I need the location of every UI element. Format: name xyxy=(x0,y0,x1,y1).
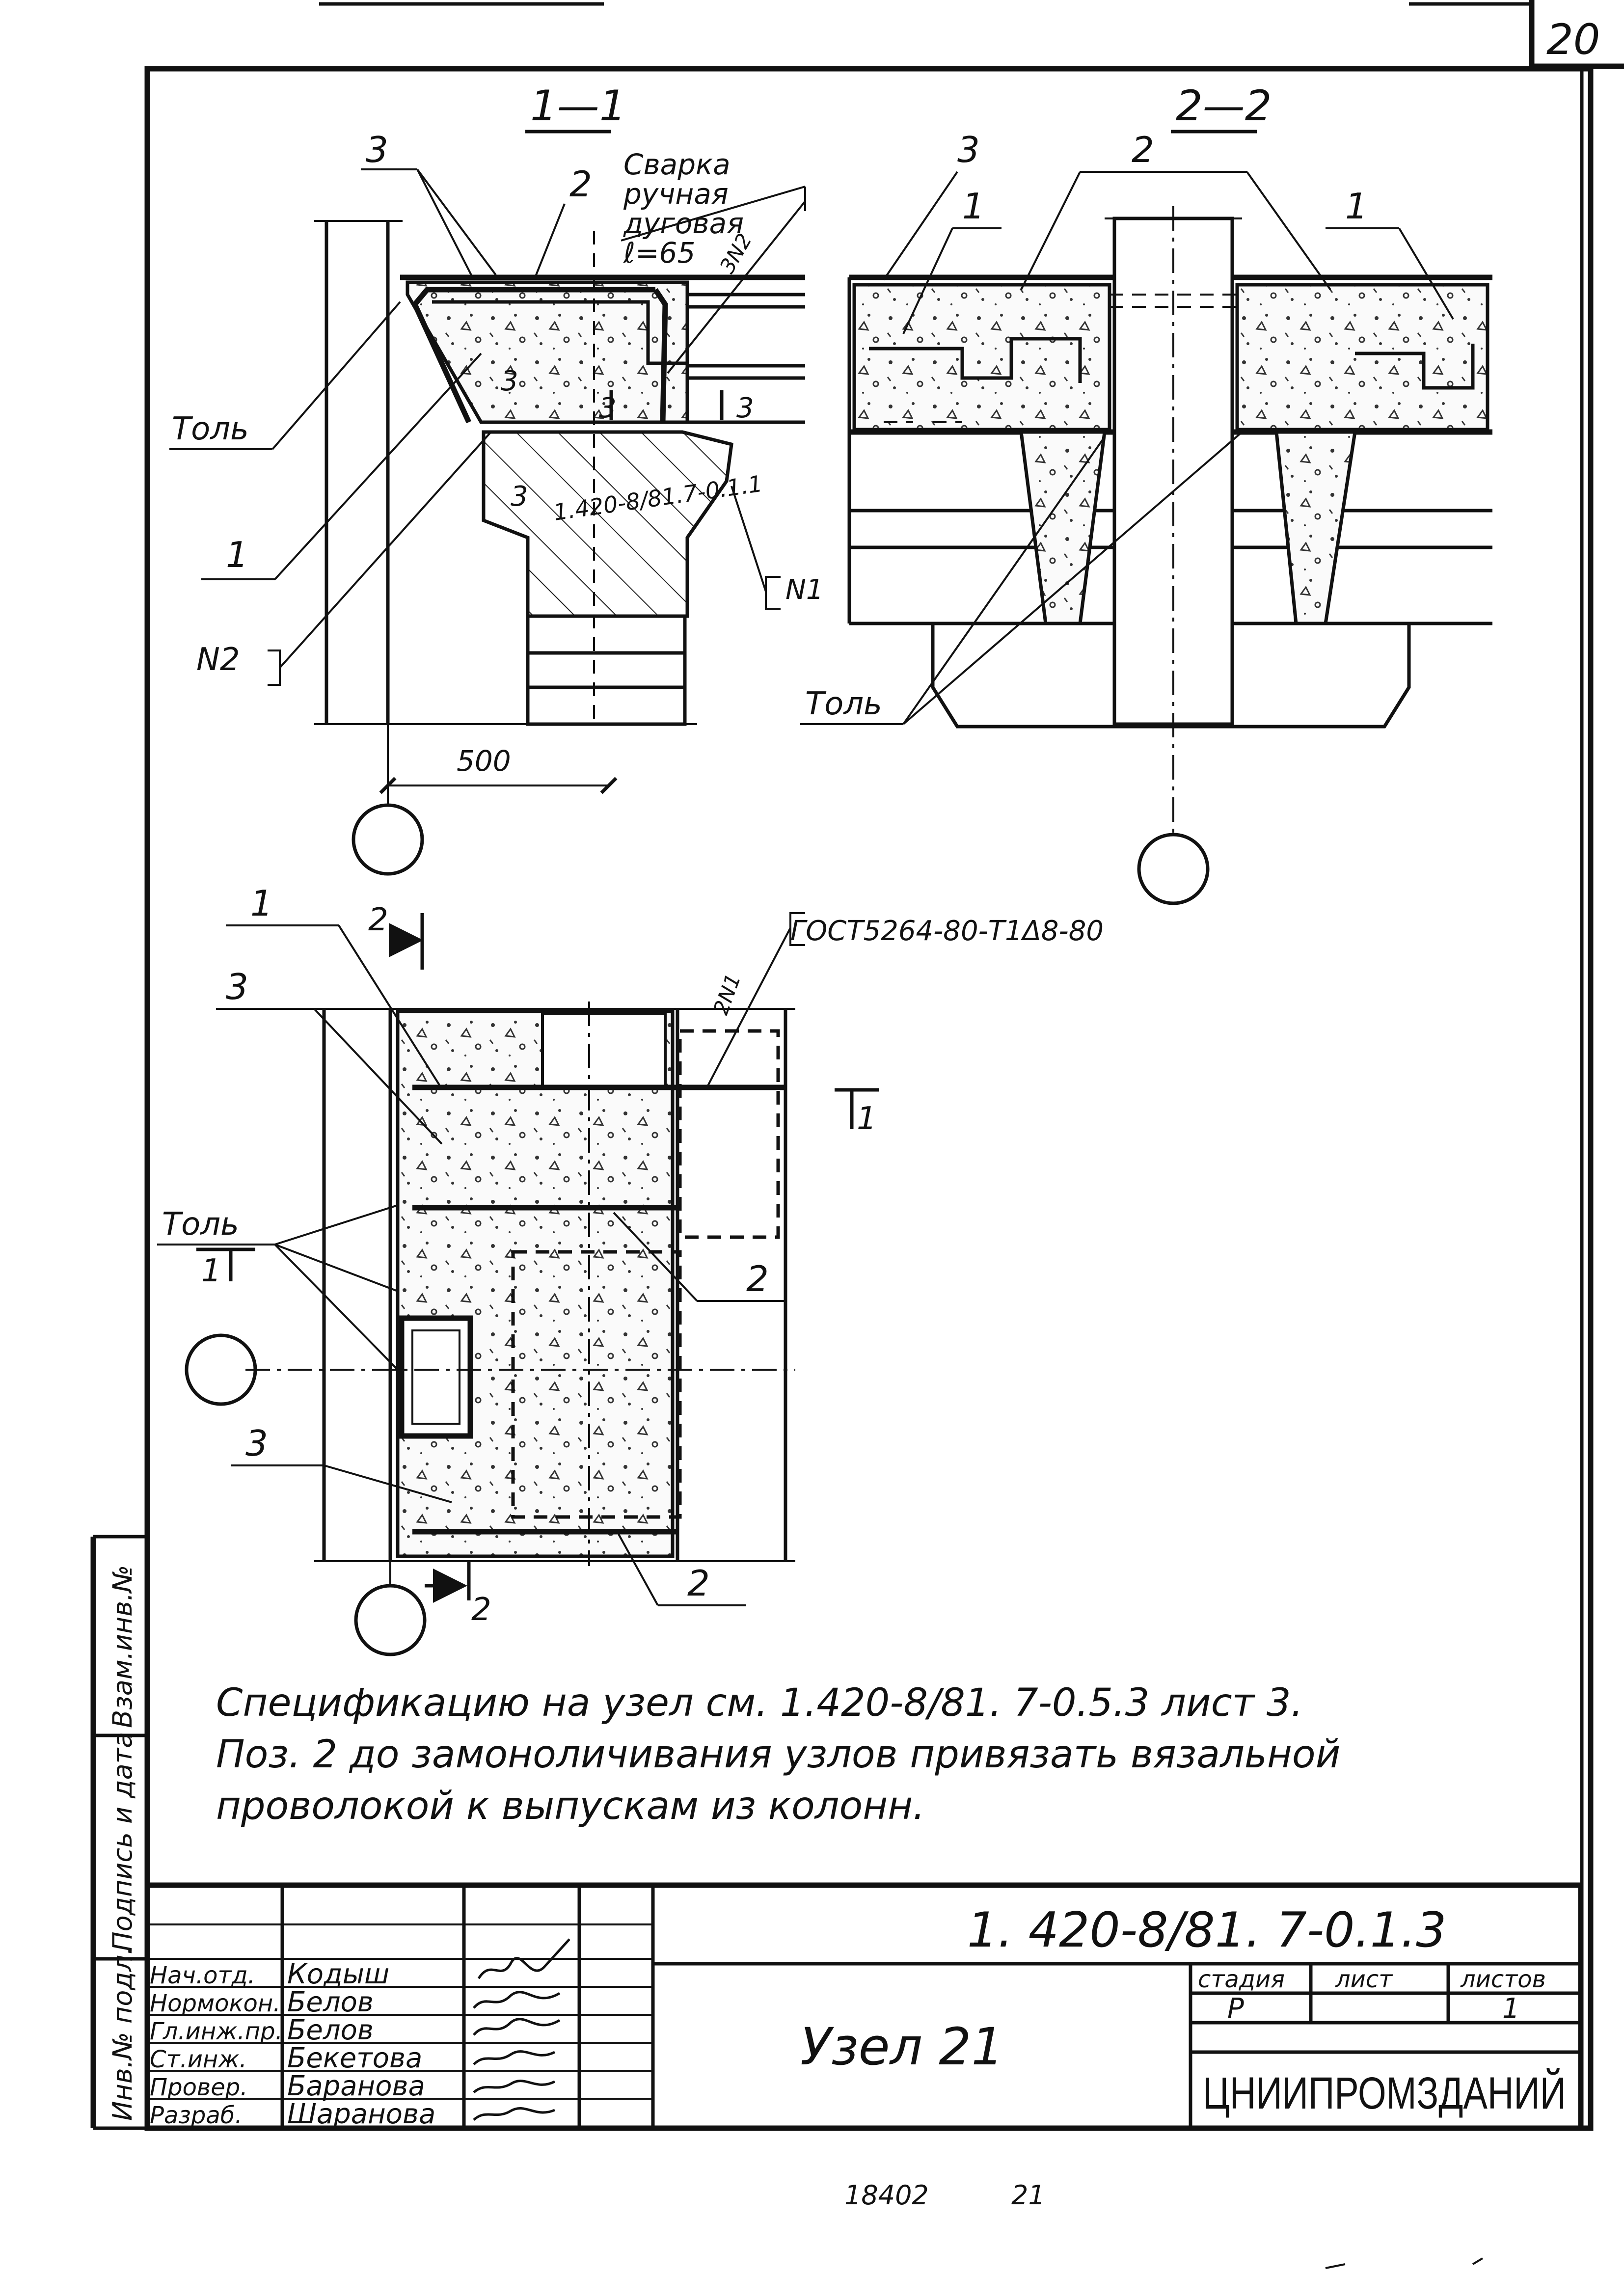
plan-cut-1-left: 1 xyxy=(201,1253,221,1289)
organization-name: ЦНИИПРОМЗДАНИЙ xyxy=(1203,2067,1566,2118)
role-head-of-dept: Нач.отд. xyxy=(150,1962,255,1989)
note-line-2: Поз. 2 до замоноличивания узлов привязат… xyxy=(216,1733,1340,1777)
callout-3: 3 xyxy=(366,129,388,170)
role-norm-control: Нормокон. xyxy=(150,1990,281,2017)
plan-cut-bottom-label: 2 xyxy=(471,1592,491,1628)
plan-callout-3a: 3 xyxy=(226,966,248,1007)
svg-text:3: 3 xyxy=(501,365,518,397)
section-2-slab-right xyxy=(1235,283,1489,432)
footer-page: 21 xyxy=(1011,2180,1045,2211)
s2-callout-1a: 1 xyxy=(962,186,985,227)
side-stamp: Инв.№ подл. Подпись и дата Взам.инв.№ xyxy=(90,1535,147,2130)
section-1-concrete xyxy=(406,280,689,424)
grid-axis-bubble xyxy=(352,803,424,876)
stage-value: Р xyxy=(1227,1993,1244,2025)
section-2-2: 2—2 3 2 1 1 xyxy=(800,81,1492,905)
name-senior-engineer: Бекетова xyxy=(287,2042,422,2074)
plan-cut-1-right: 1 xyxy=(857,1101,877,1137)
plan-weld-tag-2n1: 2N1 xyxy=(708,971,745,1018)
note-line-3: проволокой к выпускам из колонн. xyxy=(216,1784,925,1828)
sheet-header: лист xyxy=(1335,1966,1393,1993)
archive-number: 18402 xyxy=(844,2180,929,2211)
label-tol-1: Толь xyxy=(172,411,249,447)
role-checked: Провер. xyxy=(150,2074,247,2101)
callout-1: 1 xyxy=(226,534,248,575)
svg-text:3: 3 xyxy=(511,481,528,513)
plan-cut-top-label: 2 xyxy=(368,902,388,938)
plan-concrete-core xyxy=(396,1009,675,1558)
sheet-number: 20 xyxy=(1546,15,1600,64)
sheets-header: листов xyxy=(1460,1966,1546,1993)
name-checked: Баранова xyxy=(287,2070,425,2102)
title-block: Нач.отд. Нормокон. Гл.инж.пр. Ст.инж. Пр… xyxy=(144,1882,1584,2131)
callout-2: 2 xyxy=(569,163,592,205)
callout-n1: N1 xyxy=(785,574,824,606)
s2-label-tol: Толь xyxy=(805,686,882,722)
document-code: 1. 420-8/81. 7-0.1.3 xyxy=(967,1902,1447,1958)
s2-callout-3: 3 xyxy=(957,129,980,170)
plan-callout-2a: 2 xyxy=(746,1258,769,1299)
plan-label-tol: Толь xyxy=(162,1206,239,1243)
s2-grid-axis-bubble xyxy=(1137,833,1210,905)
plan-callout-2b: 2 xyxy=(687,1563,710,1604)
plan-view: 2 2 1 1 1 3 Толь 3 2 2 ГОСТ5264-80-Т xyxy=(157,883,1104,1656)
svg-text:3: 3 xyxy=(736,392,754,424)
callout-n2: N2 xyxy=(196,642,240,678)
section-1-bar-pos2 xyxy=(411,287,655,424)
name-norm-control: Белов xyxy=(287,1986,374,2018)
plan-callout-3b: 3 xyxy=(245,1423,268,1464)
role-chief-engineer: Гл.инж.пр. xyxy=(150,2018,283,2045)
weld-note-4: ℓ=65 xyxy=(623,236,695,270)
section-2-title: 2—2 xyxy=(1176,81,1272,131)
role-senior-engineer: Ст.инж. xyxy=(150,2046,247,2073)
s2-callout-1b: 1 xyxy=(1345,186,1368,227)
section-1-1: 1—1 3 3 3 3 1.420-8/81.7-0.1. xyxy=(169,81,824,876)
stamp-inventory-original: Инв.№ подл. xyxy=(107,1947,138,2121)
stamp-replaced-inventory: Взам.инв.№ xyxy=(107,1565,138,1728)
stamp-signature-date: Подпись и дата xyxy=(107,1732,138,1951)
stage-header: стадия xyxy=(1198,1966,1285,1993)
plan-callout-1: 1 xyxy=(250,883,273,924)
name-chief-engineer: Белов xyxy=(287,2014,374,2046)
svg-text:3: 3 xyxy=(599,392,617,424)
name-head-of-dept: Кодыш xyxy=(287,1958,389,1990)
name-developed: Шаранова xyxy=(287,2098,435,2130)
drawing-title: Узел 21 xyxy=(800,2017,1004,2077)
plan-grid-bubble-left xyxy=(185,1333,257,1406)
weld-note-1: Сварка xyxy=(623,148,731,181)
role-developed: Разраб. xyxy=(150,2102,243,2129)
section-2-slab-left xyxy=(852,283,1111,432)
sheet-number-box: 20 xyxy=(1529,0,1624,69)
notes: Спецификацию на узел см. 1.420-8/81. 7-0… xyxy=(216,1681,1340,1828)
signatures xyxy=(473,1938,570,2121)
plan-grid-bubble-bottom xyxy=(354,1584,427,1656)
note-line-1: Спецификацию на узел см. 1.420-8/81. 7-0… xyxy=(216,1681,1303,1725)
weld-note-2: ручная xyxy=(623,177,729,211)
sheets-value: 1 xyxy=(1502,1993,1520,2025)
dimension-500: 500 xyxy=(457,744,511,778)
section-1-title: 1—1 xyxy=(530,81,626,131)
plan-gost-note: ГОСТ5264-80-Т1Δ8-80 xyxy=(790,915,1104,947)
section-1-column-head xyxy=(482,430,733,618)
s2-callout-2: 2 xyxy=(1132,129,1154,170)
